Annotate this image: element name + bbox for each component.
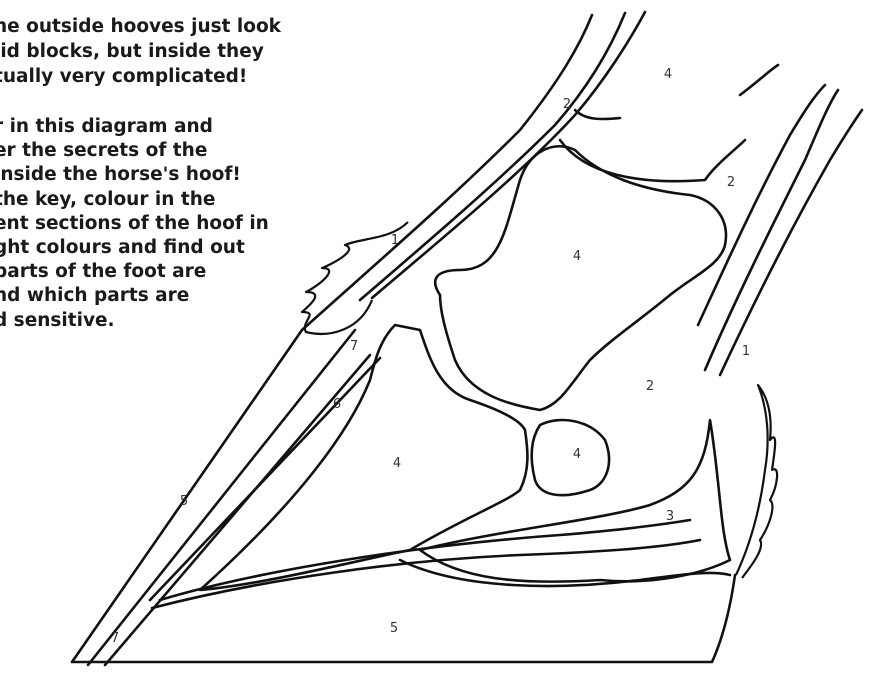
sole-line-2	[152, 540, 700, 608]
section-number-label: 3	[666, 509, 674, 524]
section-number-label: 4	[573, 447, 581, 462]
section-number-label: 5	[390, 621, 398, 636]
upper-joint-line	[575, 110, 620, 119]
section-number-label: 4	[664, 67, 672, 82]
section-number-label: 2	[563, 97, 571, 112]
back-hair-tuft	[736, 385, 777, 578]
short-pastern-bone	[435, 146, 726, 410]
back-outer-line-1	[720, 110, 862, 375]
hoof-wall-outer	[72, 330, 735, 662]
hoof-wall-inner-1	[88, 330, 355, 665]
navicular-bone	[532, 420, 609, 495]
section-number-label: 4	[393, 456, 401, 471]
section-number-label: 1	[391, 233, 399, 248]
hoof-wall-inner-2	[105, 355, 370, 665]
section-number-label: 7	[350, 339, 358, 354]
back-outer-line-4	[740, 65, 778, 95]
section-number-label: 1	[742, 344, 750, 359]
section-number-label: 5	[180, 494, 188, 509]
section-number-label: 2	[646, 379, 654, 394]
section-number-label: 7	[111, 631, 119, 646]
section-number-label: 4	[573, 249, 581, 264]
coffin-bone	[200, 325, 527, 590]
front-outer-line-1	[302, 15, 592, 330]
section-number-label: 2	[727, 175, 735, 190]
section-number-label: 6	[333, 397, 341, 412]
